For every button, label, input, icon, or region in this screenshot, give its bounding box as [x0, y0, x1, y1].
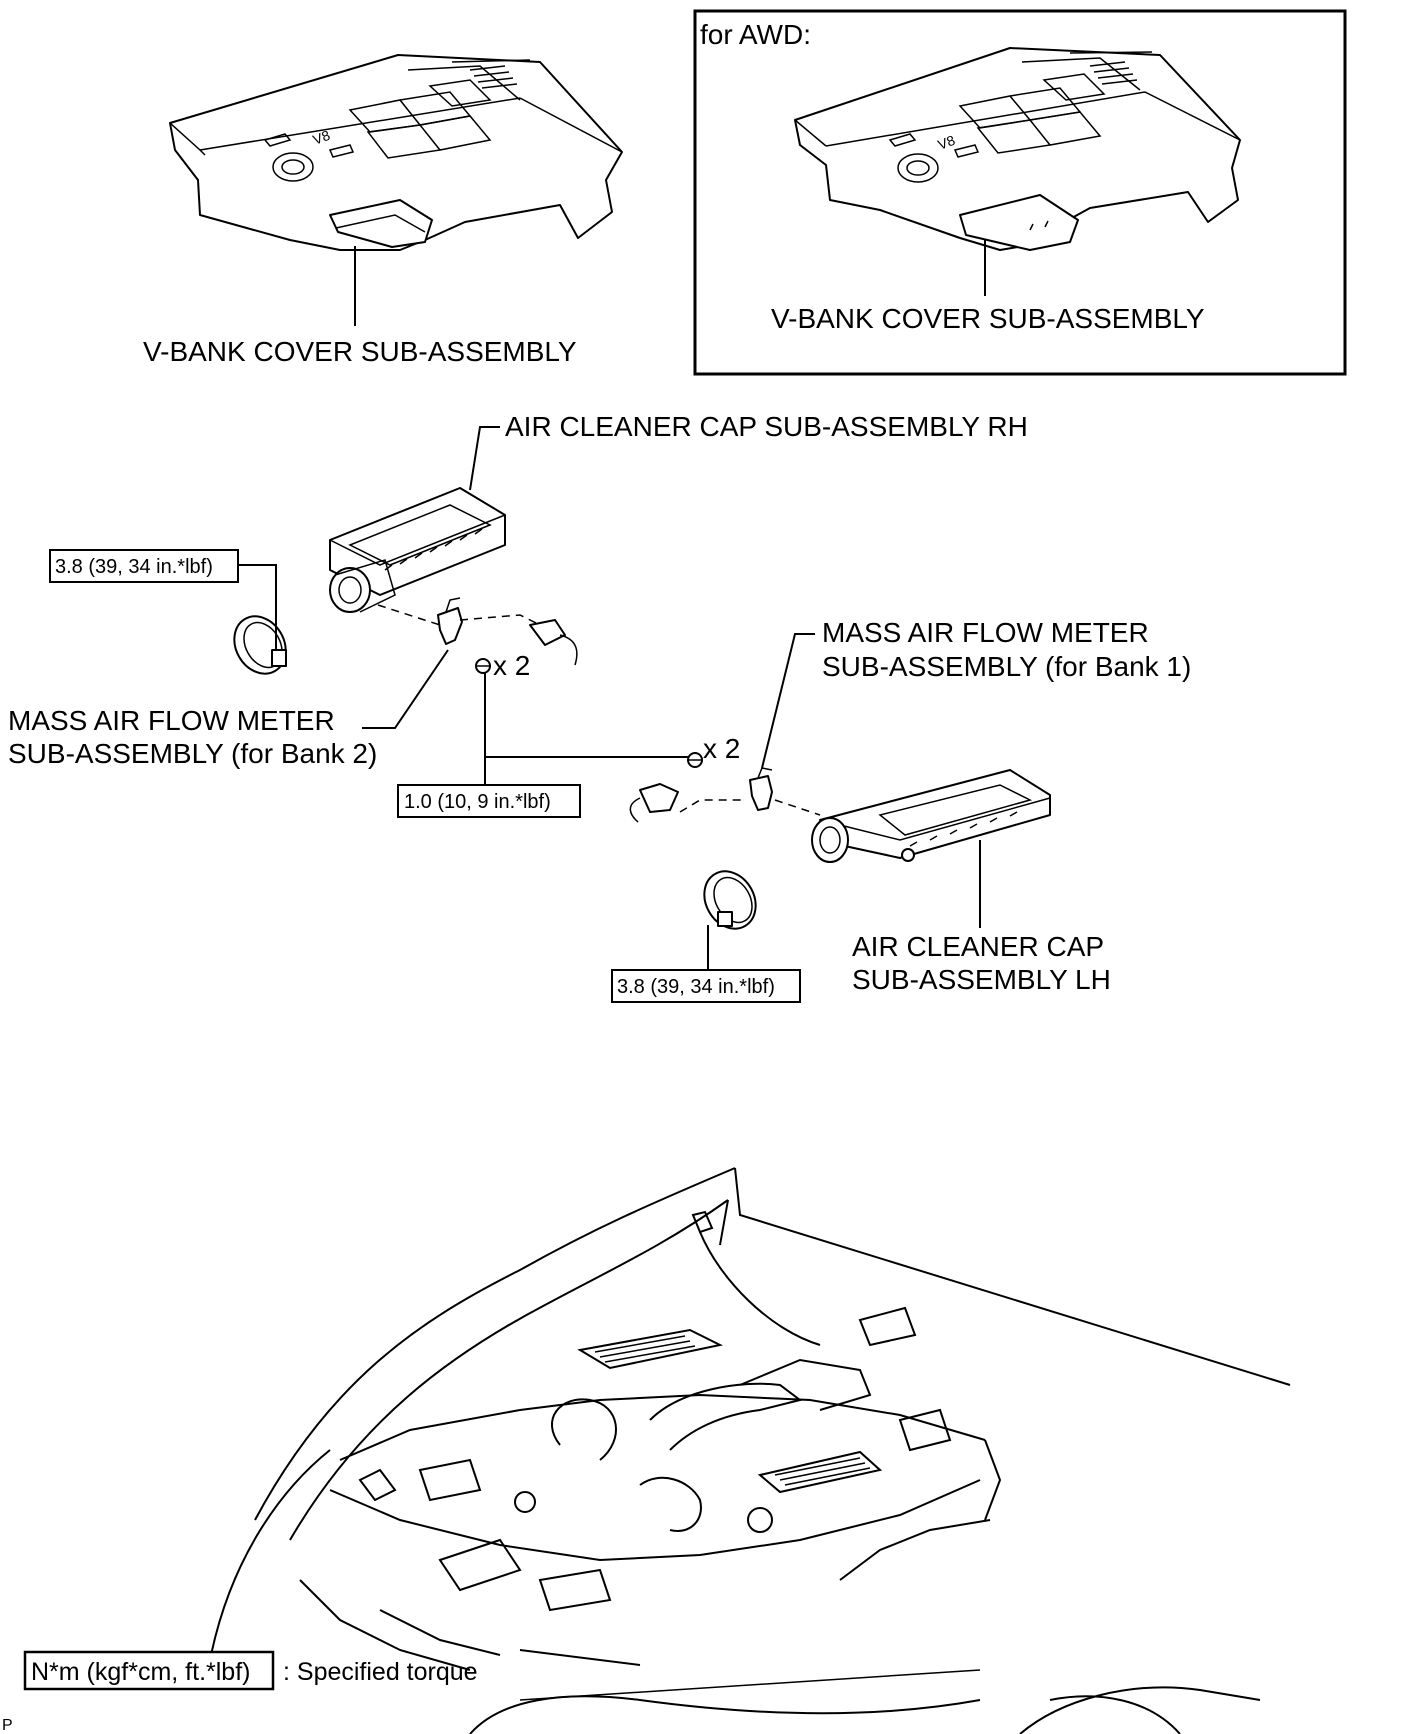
label-maf-bank1-line2: SUB-ASSEMBLY (for Bank 1)	[822, 651, 1191, 682]
label-air-cleaner-rh: AIR CLEANER CAP SUB-ASSEMBLY RH	[505, 411, 1028, 442]
cover-emblem-text: V8	[311, 127, 333, 148]
leader-torque-screws	[484, 673, 692, 758]
screw-upper	[475, 658, 491, 674]
awd-variant-box	[693, 9, 1347, 376]
torque-value-screws: 1.0 (10, 9 in.*lbf)	[404, 791, 551, 813]
label-for-awd: for AWD:	[700, 19, 811, 50]
air-cleaner-cap-lh-illustration	[811, 769, 1051, 863]
maf-meter-bank2-illustration	[437, 597, 578, 666]
hose-clamp-lh	[703, 870, 757, 930]
leader-torque-clamp-rh	[238, 564, 277, 650]
torque-box-clamp-lh	[611, 969, 801, 1003]
label-air-cleaner-lh-line1: AIR CLEANER CAP	[852, 931, 1104, 962]
hose-clamp-rh	[233, 615, 287, 675]
air-cleaner-cap-rh-illustration	[329, 487, 506, 613]
vbank-cover-illustration-left: V8	[169, 54, 623, 251]
qty-screws-upper: x 2	[493, 650, 530, 681]
label-vbank-cover-awd: V-BANK COVER SUB-ASSEMBLY	[771, 303, 1205, 334]
label-vbank-cover-left: V-BANK COVER SUB-ASSEMBLY	[143, 336, 577, 367]
label-maf-bank1-line1: MASS AIR FLOW METER	[822, 617, 1149, 648]
assembly-guide-rh	[377, 604, 541, 626]
legend-description: : Specified torque	[283, 1658, 478, 1686]
torque-value-clamp-lh: 3.8 (39, 34 in.*lbf)	[617, 976, 775, 998]
cover-emblem-text-awd: V8	[936, 132, 958, 153]
vbank-cover-illustration-awd: V8	[794, 47, 1241, 251]
screw-lower	[687, 752, 703, 768]
maf-meter-bank1-illustration	[629, 767, 773, 823]
qty-screws-lower: x 2	[703, 733, 740, 764]
assembly-guide-lh	[679, 799, 821, 816]
torque-value-clamp-rh: 3.8 (39, 34 in.*lbf)	[55, 556, 213, 578]
leader-maf-bank1	[761, 633, 815, 769]
label-maf-bank2-line1: MASS AIR FLOW METER	[8, 705, 335, 736]
vehicle-engine-bay-illustration	[209, 1167, 1291, 1734]
label-air-cleaner-lh-line2: SUB-ASSEMBLY LH	[852, 964, 1111, 995]
corner-mark: P	[2, 1717, 13, 1734]
torque-box-screws	[397, 784, 581, 818]
legend-torque-box	[23, 1650, 275, 1691]
leader-air-cleaner-rh	[469, 426, 500, 491]
leader-maf-bank2	[362, 649, 449, 729]
legend-unit-text: N*m (kgf*cm, ft.*lbf)	[31, 1658, 250, 1686]
label-maf-bank2-line2: SUB-ASSEMBLY (for Bank 2)	[8, 738, 377, 769]
